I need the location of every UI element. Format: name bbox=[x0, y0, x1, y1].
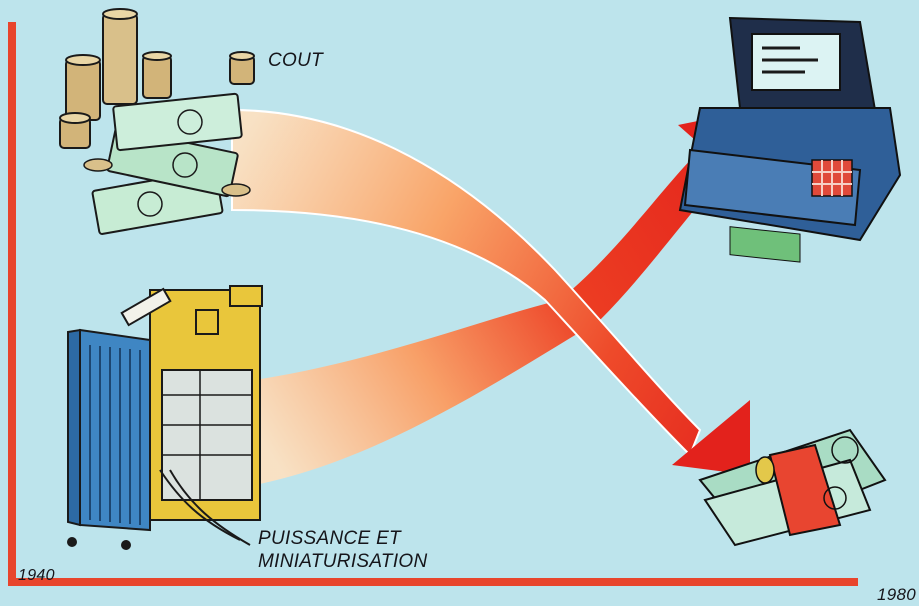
end-year-label: 1980 bbox=[877, 585, 916, 605]
banknote bbox=[92, 94, 242, 235]
coins-and-banknotes-icon bbox=[60, 9, 254, 234]
cost-label: COUT bbox=[268, 50, 323, 72]
power-label-line2: MINIATURISATION bbox=[258, 550, 428, 573]
mainframe-computer-icon bbox=[67, 286, 262, 550]
power-label-line1: PUISSANCE ET bbox=[258, 527, 428, 550]
start-year-label: 1940 bbox=[18, 567, 55, 585]
vertical-axis bbox=[8, 22, 16, 586]
power-label: PUISSANCE ET MINIATURISATION bbox=[258, 527, 428, 573]
personal-computer-icon bbox=[680, 18, 900, 262]
horizontal-axis bbox=[8, 578, 858, 586]
